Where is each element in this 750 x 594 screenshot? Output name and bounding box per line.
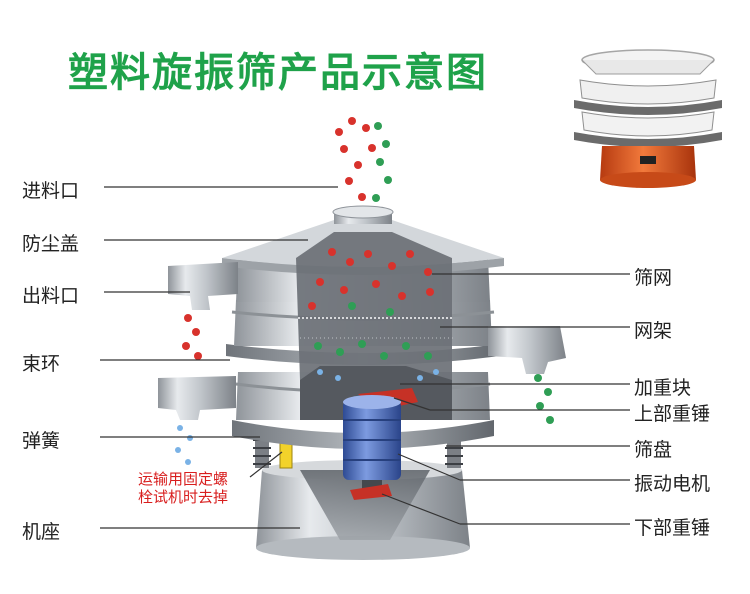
- label-weight-block: 加重块: [634, 377, 692, 399]
- page-title: 塑料旋振筛产品示意图: [68, 50, 488, 96]
- note-line-1: 运输用固定螺: [137, 470, 228, 488]
- label-mesh-frame: 网架: [634, 320, 673, 342]
- note-line-2: 栓试机时去掉: [137, 488, 228, 506]
- lower-weight: [350, 484, 392, 500]
- label-upper-weight: 上部重锤: [634, 403, 711, 425]
- label-lower-weight: 下部重锤: [634, 517, 711, 539]
- label-base: 机座: [22, 521, 61, 543]
- transport-bolt-note: 运输用固定螺 栓试机时去掉: [108, 470, 258, 506]
- label-spring: 弹簧: [22, 430, 61, 452]
- particles-red: [182, 117, 434, 360]
- feed-inlet: [332, 205, 394, 224]
- label-screen-mesh: 筛网: [634, 267, 673, 289]
- label-feed-inlet: 进料口: [22, 180, 80, 202]
- vibration-motor: [343, 395, 401, 500]
- cutaway-interior: [296, 232, 454, 420]
- label-outlet: 出料口: [22, 285, 80, 307]
- outlet-bottom: [158, 376, 236, 420]
- label-vibration-motor: 振动电机: [634, 473, 711, 495]
- outlet-top: [168, 262, 238, 310]
- machine-base: [256, 460, 470, 560]
- label-dust-cover: 防尘盖: [22, 233, 80, 255]
- leader-lines: [100, 186, 630, 529]
- particles-green: [314, 122, 554, 424]
- label-clamp-ring: 束环: [22, 353, 61, 375]
- outlet-mid: [488, 326, 566, 374]
- product-photo: [574, 49, 722, 188]
- label-sieve-tray: 筛盘: [634, 439, 673, 461]
